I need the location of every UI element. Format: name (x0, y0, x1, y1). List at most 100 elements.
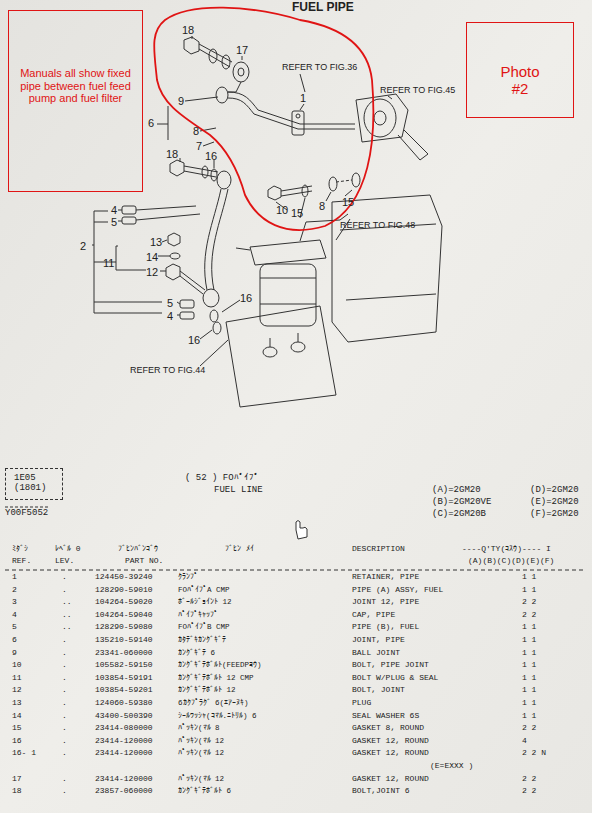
feed-pump (356, 94, 408, 142)
table-cell: 14 (12, 712, 22, 721)
table-cell: BOLT,JOINT 6 (352, 787, 410, 796)
banjo-eye (217, 171, 231, 189)
callout-number: 9 (178, 95, 184, 107)
table-header: REF. (12, 557, 31, 566)
callout-number: 16 (240, 292, 252, 304)
table-cell: 6ｶｸﾌﾟﾗｸﾞ 6(ｴｱｰﾇｷ) (178, 699, 249, 707)
gasket (209, 49, 217, 63)
table-cell: ﾊﾟｯｷﾝ(ﾏﾙ 12 (178, 775, 224, 783)
table-cell: .. (62, 598, 72, 607)
callout-number: 8 (193, 125, 199, 137)
callout-number: 5 (167, 297, 173, 309)
table-cell: BALL JOINT (352, 649, 400, 658)
table-cell: ｶﾝｸﾞｷﾞﾃﾎﾞﾙﾄ 6 (178, 787, 231, 795)
callout-number: 8 (319, 200, 325, 212)
index-code: (1801) (14, 483, 58, 493)
callout-number: 13 (150, 236, 162, 248)
table-cell: ｶﾝｸﾞｷﾞﾃﾎﾞﾙﾄ 12 CMP (178, 674, 254, 682)
joint-bolt (170, 160, 184, 176)
table-cell: 1 1 (522, 699, 536, 708)
table-cell: 1 1 (522, 573, 536, 582)
base-plate (226, 306, 336, 407)
section-title: ( 52 ) FOﾊﾟｲﾌﾟ (185, 474, 259, 484)
callout-number: 16 (205, 150, 217, 162)
table-cell: PLUG (352, 699, 371, 708)
table-header: PART NO. (125, 557, 163, 566)
table-cell: 43400-500390 (95, 712, 153, 721)
table-cell: ｶﾝｸﾞｷﾞﾃﾎﾞﾙﾄ 12 (178, 686, 236, 694)
table-cell: ﾊﾟｯｷﾝ(ﾏﾙ 12 (178, 737, 224, 745)
note-text: Manuals all show fixed pipe between fuel… (19, 67, 132, 105)
callout-number: 11 (103, 257, 114, 269)
table-cell: ﾊﾟｯｷﾝ(ﾏﾙ 8 (178, 724, 220, 732)
table-cell: 128290-59080 (95, 623, 153, 632)
callout-number: 4 (167, 310, 173, 322)
gasket (213, 322, 221, 334)
table-cell: 128290-59010 (95, 586, 153, 595)
table-cell: 6 (12, 636, 17, 645)
note-box: Manuals all show fixed pipe between fuel… (8, 10, 143, 192)
photo-label: Photo #2 (490, 63, 550, 98)
table-cell: . (62, 586, 67, 595)
hand-cursor (296, 521, 307, 540)
pipe-joint-bolt (268, 186, 281, 200)
table-cell: 1 1 (522, 586, 536, 595)
table-cell: 1 1 (522, 686, 536, 695)
callout-number: 18 (182, 24, 194, 36)
table-cell: ﾊﾟｯｷﾝ(ﾏﾙ 12 (178, 749, 224, 757)
table-cell: 16 (12, 737, 22, 746)
callout-number: 17 (236, 44, 248, 56)
table-cell: 1 1 (522, 661, 536, 670)
table-cell: GASKET 12, ROUND (352, 749, 429, 758)
callout-number: 15 (342, 196, 354, 208)
table-cell: BOLT, PIPE JOINT (352, 661, 429, 670)
table-cell: ｼｰﾙﾜｯｼｬ(ｺﾏﾙ.ﾆﾄﾘﾙ) 6 (178, 712, 257, 720)
table-cell: 10 (12, 661, 22, 670)
model-code: (D)=2GM20 (530, 486, 579, 496)
table-cell: 23414-080000 (95, 724, 153, 733)
index-code: 1E05 (14, 473, 58, 483)
gasket (329, 177, 337, 191)
table-cell: 2 2 (522, 611, 536, 620)
table-cell: 104264-59040 (95, 611, 153, 620)
table-cell: ｶﾀﾃﾞｷｶﾝｸﾞｷﾞﾃ (178, 636, 226, 644)
callout-number: 18 (166, 148, 178, 160)
table-cell: FOﾊﾟｲﾌﾟA CMP (178, 586, 230, 594)
table-cell: 12 (12, 686, 22, 695)
index-box: 1E05(1801) (5, 468, 63, 500)
banjo-eye (233, 62, 249, 82)
gasket (222, 55, 230, 69)
joint-bolt (166, 264, 180, 280)
table-cell: 104264-59020 (95, 598, 153, 607)
model-code: (E)=2GM20 (530, 498, 579, 508)
table-cell: JOINT 12, PIPE (352, 598, 419, 607)
highlight-loop (154, 8, 373, 230)
table-cell: GASKET 12, ROUND (352, 775, 429, 784)
table-cell: . (62, 787, 67, 796)
gasket (352, 173, 360, 187)
table-cell: 124450-39240 (95, 573, 153, 582)
banjo-eye (203, 289, 219, 307)
reference-note: REFER TO FIG.44 (130, 366, 205, 376)
table-cell: ｶﾝｸﾞｷﾞﾃ 6 (178, 649, 215, 657)
table-cell: PIPE (B), FUEL (352, 623, 419, 632)
table-cell: 9 (12, 649, 17, 658)
table-cell: 2 2 (522, 724, 536, 733)
table-cell: GASKET 12, ROUND (352, 737, 429, 746)
table-cell: . (62, 749, 67, 758)
air-plug (168, 233, 180, 246)
table-cell: RETAINER, PIPE (352, 573, 419, 582)
callout-number: 14 (146, 251, 158, 263)
table-cell: CAP, PIPE (352, 611, 395, 620)
gasket (210, 310, 218, 322)
table-cell: 3 (12, 598, 17, 607)
table-header: ﾚﾍﾞﾙ 0 (55, 545, 81, 554)
reference-note: REFER TO FIG.45 (380, 86, 455, 96)
fuel-hose (205, 189, 221, 290)
photo-box: Photo #2 (466, 22, 574, 118)
callout-number: 2 (80, 240, 86, 252)
table-cell: 2 (12, 586, 17, 595)
table-cell: 23414-120000 (95, 749, 153, 758)
